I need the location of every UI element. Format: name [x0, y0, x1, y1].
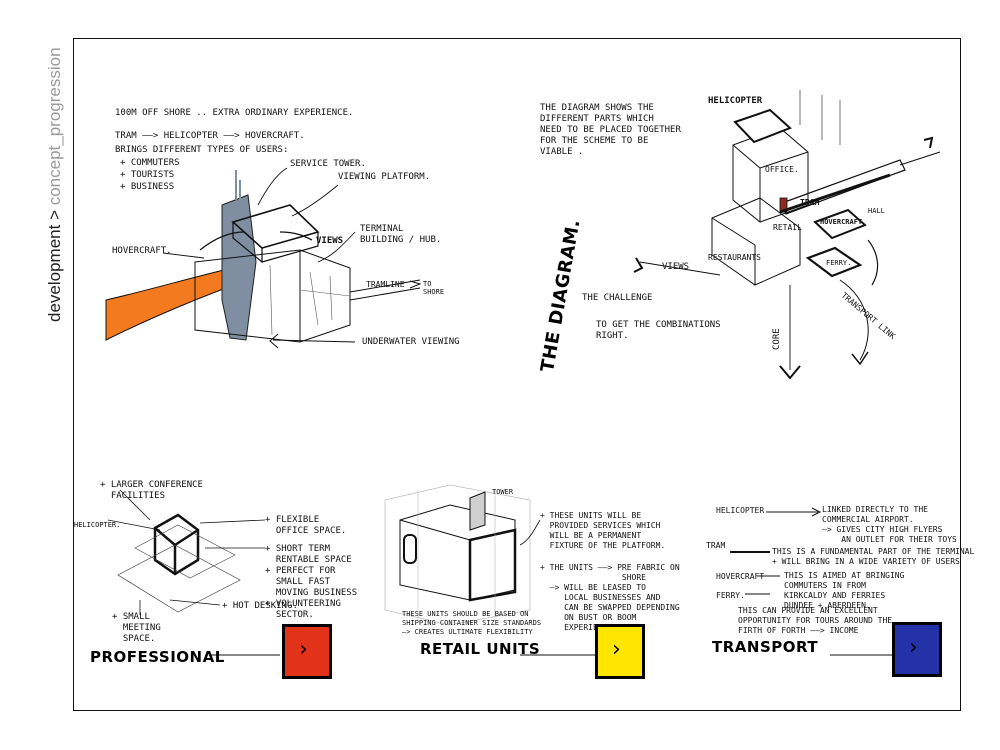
ferry-label: FERRY.: [826, 259, 852, 267]
transport-tram: TRAM: [706, 541, 726, 550]
service-tower: [221, 194, 257, 341]
transport-tram-note: THIS IS A FUNDAMENTAL PART OF THE TERMIN…: [772, 547, 975, 566]
views-label: VIEWS: [316, 236, 344, 246]
prof-note-short-term: + SHORT TERM RENTABLE SPACE + PERFECT FO…: [265, 544, 358, 620]
office-label: OFFICE.: [765, 165, 799, 174]
service-tower-label: SERVICE TOWER.: [290, 159, 366, 169]
retail-units-label: RETAIL UNITS: [420, 640, 541, 658]
prof-note-hot-desking: + HOT DESKING.: [222, 601, 298, 611]
underwater-viewing-label: UNDERWATER VIEWING: [362, 337, 460, 347]
tram-label: TRAM: [800, 198, 820, 207]
chevron-right-icon: ›: [299, 637, 308, 662]
prof-note-flexible: + FLEXIBLE OFFICE SPACE.: [265, 515, 347, 536]
hall-label: HALL: [868, 207, 885, 215]
professional-label: PROFESSIONAL: [90, 648, 225, 666]
transport-label: TRANSPORT: [712, 638, 819, 656]
terminal-note-3: BRINGS DIFFERENT TYPES OF USERS:: [115, 145, 289, 155]
challenge-label: THE CHALLENGE: [582, 293, 653, 303]
transport-hovercraft: HOVERCRAFT: [716, 572, 765, 581]
prof-note-conference: + LARGER CONFERENCE FACILITIES: [100, 480, 203, 501]
retail-color-swatch: ›: [595, 624, 645, 679]
terminal-note-4: + COMMUTERS: [120, 158, 180, 168]
combinations-label: TO GET THE COMBINATIONS RIGHT.: [596, 320, 721, 341]
views-label-2: VIEWS: [662, 262, 690, 272]
restaurants-label: RESTAURANTS: [708, 253, 761, 262]
terminal-note-1: 100M OFF SHORE .. EXTRA ORDINARY EXPERIE…: [115, 108, 354, 118]
hovercraft-pad-label: HOVERCRAFT: [820, 218, 863, 226]
terminal-note-5: + TOURISTS: [120, 170, 175, 180]
transport-helicopter: HELICOPTER: [716, 506, 765, 515]
sketch-board-frame: [73, 38, 961, 711]
transport-ferry-note: THIS CAN PROVIDE AN EXCELLENT OPPORTUNIT…: [738, 606, 893, 635]
terminal-note-2: TRAM ——> HELICOPTER ——> HOVERCRAFT.: [115, 131, 305, 141]
tramline-label: TRAMLINE: [366, 280, 405, 289]
retail-label: RETAIL: [773, 223, 802, 232]
retail-note-services: + THESE UNITS WILL BE PROVIDED SERVICES …: [540, 511, 666, 550]
viewing-platform-label: VIEWING PLATFORM.: [338, 172, 431, 182]
chevron-right-icon: ›: [612, 637, 621, 662]
helicopter-label: HELICOPTER: [708, 96, 763, 106]
terminal-note-6: + BUSINESS: [120, 182, 175, 192]
transport-hovercraft-note: THIS IS AIMED AT BRINGING COMMUTERS IN F…: [784, 571, 905, 610]
prof-note-helicopter: HELICOPTER.: [74, 521, 121, 529]
diagram-intro: THE DIAGRAM SHOWS THE DIFFERENT PARTS WH…: [540, 103, 681, 157]
transport-helicopter-note: LINKED DIRECTLY TO THE COMMERCIAL AIRPOR…: [822, 505, 957, 544]
retail-note-container: THESE UNITS SHOULD BE BASED ON SHIPPING …: [402, 610, 542, 636]
hovercraft-label: HOVERCRAFT.: [112, 246, 172, 256]
tower-label: TOWER: [492, 488, 514, 496]
transport-color-swatch: ›: [892, 622, 942, 677]
transport-ferry: FERRY.: [716, 591, 745, 600]
to-shore-label: TO SHORE: [423, 280, 445, 296]
professional-color-swatch: ›: [282, 624, 332, 679]
prof-note-meeting: + SMALL MEETING SPACE.: [112, 612, 161, 644]
retail-note-units: + THE UNITS ——> PRE FABRIC ON SHORE —> W…: [540, 563, 680, 632]
chevron-right-icon: ›: [909, 635, 918, 660]
terminal-label: TERMINAL BUILDING / HUB.: [360, 224, 442, 245]
